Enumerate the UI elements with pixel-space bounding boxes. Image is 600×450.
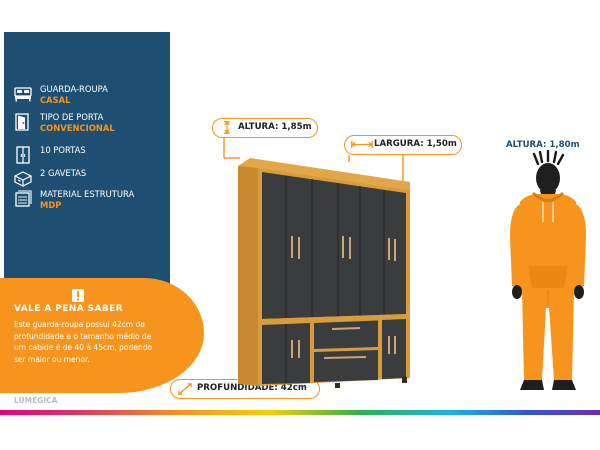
info-box-line: profundidade e o tamanho médio de <box>14 331 152 341</box>
diagonal-arrow-icon <box>178 383 192 395</box>
info-box <box>0 278 204 393</box>
wardrobe-upper-doors <box>262 172 406 319</box>
rainbow-strip <box>0 410 600 415</box>
door-icon <box>15 113 29 131</box>
height-dimension-label: ALTURA: 1,85m <box>238 122 312 132</box>
spec-label: MATERIAL ESTRUTURA <box>40 189 135 199</box>
wardrobe-illustration <box>238 158 410 388</box>
info-box-title: VALE A PENA SABER <box>14 304 123 314</box>
spec-panel <box>4 32 170 284</box>
brand-logo: LUMEGICA <box>14 396 58 405</box>
spec-label: GUARDA-ROUPA <box>40 84 108 94</box>
spec-label: TIPO DE PORTA <box>40 112 104 122</box>
height-dimension-pill: ALTURA: 1,85m <box>212 118 318 138</box>
depth-dimension-label: PROFUNDIDADE: 42cm <box>197 383 307 393</box>
person-illustration <box>510 150 586 390</box>
doors-icon <box>16 146 30 164</box>
drawers-icon <box>14 171 32 187</box>
wardrobe-drawer-bottom <box>314 350 378 382</box>
info-box-line: ser maior ou menor. <box>14 354 90 364</box>
info-box-line: Este guarda-roupa possui 42cm de <box>14 320 145 329</box>
width-dimension-label: LARGURA: 1,50m <box>374 139 457 149</box>
info-box-line: um cabide é de 40 à 45cm, podendo <box>14 343 152 353</box>
wood-panel-icon <box>15 190 32 207</box>
person-height-label: ALTURA: 1,80m <box>506 140 580 150</box>
info-box-text: Este guarda-roupa possui 42cm de profund… <box>14 319 194 365</box>
double-bed-icon <box>14 87 32 102</box>
spec-label: 2 GAVETAS <box>40 168 87 178</box>
horizontal-arrow-icon <box>351 141 373 148</box>
vertical-arrow-icon <box>224 121 230 134</box>
spec-value: CASAL <box>40 95 71 105</box>
spec-label: 10 PORTAS <box>40 145 86 155</box>
spec-value: MDP <box>40 200 62 210</box>
wardrobe-drawer-top <box>314 320 378 349</box>
spec-value: CONVENCIONAL <box>40 123 115 133</box>
width-dimension-pill: LARGURA: 1,50m <box>344 135 462 155</box>
wardrobe-top <box>238 158 410 190</box>
wardrobe-side <box>238 166 258 386</box>
alert-icon <box>72 289 84 302</box>
